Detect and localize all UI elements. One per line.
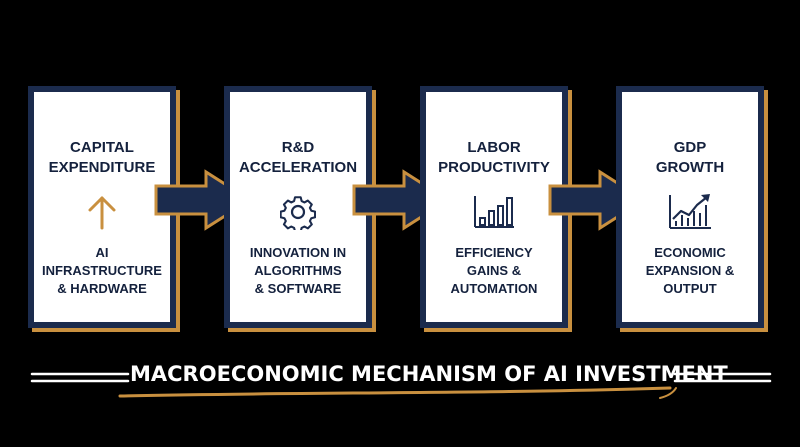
- stage-description-line: & HARDWARE: [57, 281, 147, 296]
- stage-title-line: CAPITAL: [70, 139, 134, 156]
- stage-description-line: AI: [95, 245, 109, 260]
- stage-title-line: R&D: [281, 139, 315, 156]
- stage-description: EFFICIENCY GAINS & AUTOMATION: [429, 244, 559, 298]
- stage-description-line: AUTOMATION: [450, 281, 538, 296]
- up-arrow-icon: [87, 192, 117, 232]
- stage-description-line: OUTPUT: [663, 281, 717, 296]
- stage-description: ECONOMIC EXPANSION & OUTPUT: [625, 244, 755, 298]
- stage-title-line: ACCELERATION: [238, 159, 358, 176]
- stage-title-line: GDP: [673, 139, 707, 156]
- growth-chart-icon: [667, 192, 713, 232]
- stage-description-line: INNOVATION IN: [249, 245, 347, 260]
- stage-description-line: ALGORITHMS: [254, 263, 342, 278]
- stage-title-line: EXPENDITURE: [48, 159, 156, 176]
- diagram-title: MACROECONOMIC MECHANISM OF AI INVESTMENT: [130, 362, 728, 386]
- stage-title: LABOR PRODUCTIVITY: [429, 138, 559, 182]
- stage-card-gdp-growth: GDP GROWTH: [616, 86, 770, 334]
- stage-description-line: & SOFTWARE: [254, 281, 342, 296]
- stage-card-labor-productivity: LABOR PRODUCTIVITY EFFICIENCY: [420, 86, 574, 334]
- stage-description-line: ECONOMIC: [654, 245, 726, 260]
- card-body: LABOR PRODUCTIVITY EFFICIENCY: [420, 86, 568, 328]
- card-body: GDP GROWTH: [616, 86, 764, 328]
- stage-card-rd-acceleration: R&D ACCELERATION INNOVATION IN ALGORITHM…: [224, 86, 378, 334]
- title-decoration-lines: [30, 372, 772, 399]
- diagram-title-banner: MACROECONOMIC MECHANISM OF AI INVESTMENT: [0, 352, 800, 402]
- stage-title: CAPITAL EXPENDITURE: [37, 138, 167, 182]
- stage-title: GDP GROWTH: [625, 138, 755, 182]
- stage-title-line: PRODUCTIVITY: [438, 159, 550, 176]
- stage-description-line: EXPANSION &: [645, 263, 735, 278]
- stage-description-line: INFRASTRUCTURE: [42, 263, 162, 278]
- bar-chart-icon: [472, 192, 516, 232]
- stage-description-line: EFFICIENCY: [455, 245, 533, 260]
- stage-description-line: GAINS &: [466, 263, 522, 278]
- card-body: CAPITAL EXPENDITURE AI INFRASTRUCTURE & …: [28, 86, 176, 328]
- card-body: R&D ACCELERATION INNOVATION IN ALGORITHM…: [224, 86, 372, 328]
- stage-title-line: GROWTH: [655, 159, 725, 176]
- stage-description: AI INFRASTRUCTURE & HARDWARE: [37, 244, 167, 298]
- stage-title-line: LABOR: [467, 139, 521, 156]
- stage-description: INNOVATION IN ALGORITHMS & SOFTWARE: [233, 244, 363, 298]
- stage-title: R&D ACCELERATION: [233, 138, 363, 182]
- gear-icon: [280, 192, 316, 232]
